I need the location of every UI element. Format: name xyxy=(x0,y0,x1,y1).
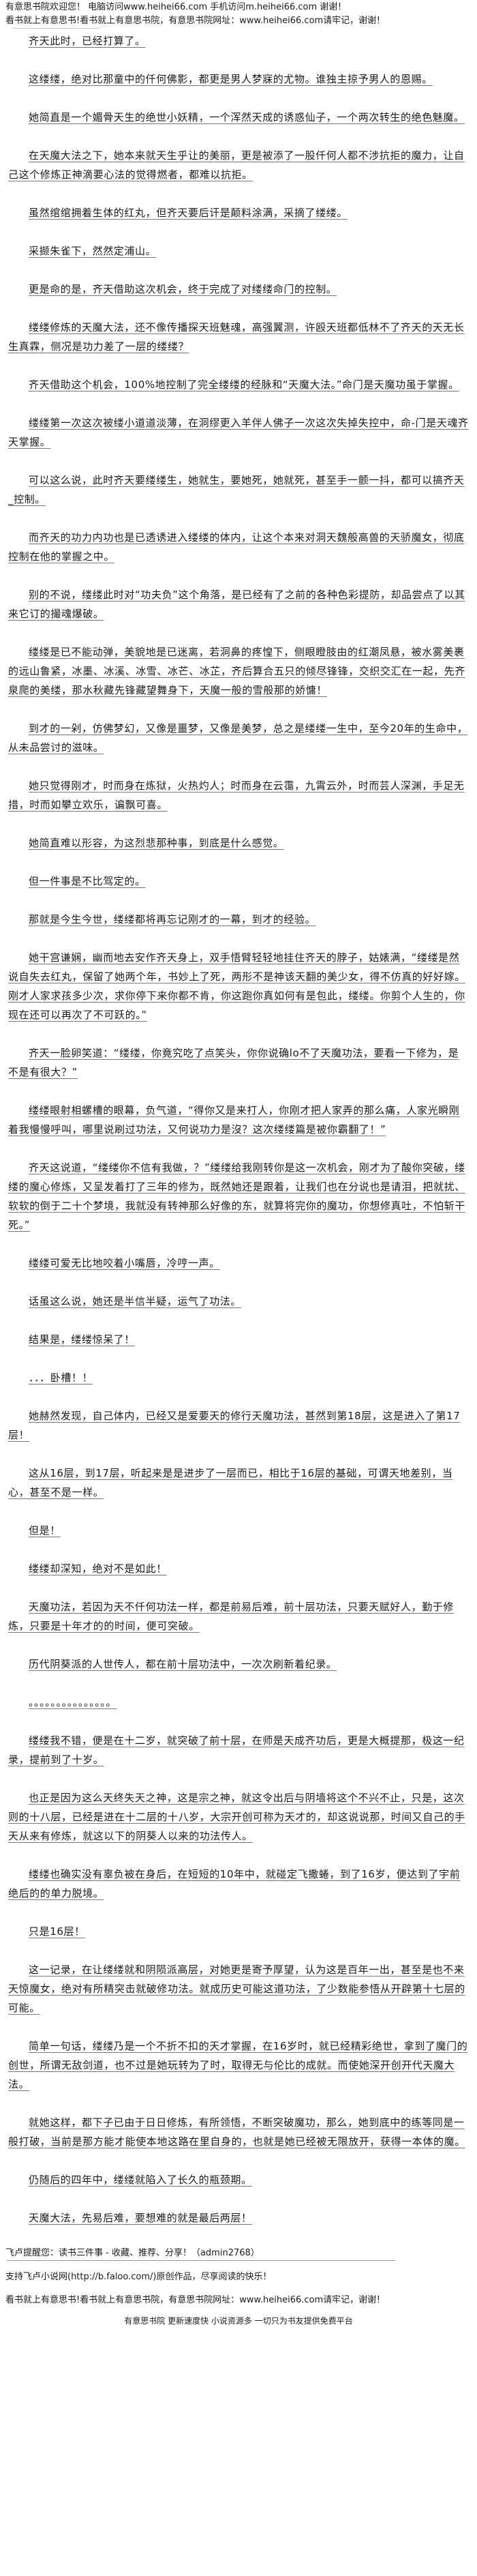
story-paragraph: 缕缕却深知，绝对不是如此！ xyxy=(29,1563,167,1575)
story-paragraph: 就她这样，都下子已由于日日修炼，有所领悟，不断突破魔功，那么，她到底中的练等同是… xyxy=(8,2116,465,2148)
story-paragraph: 这一记录，在让缕缕就和阴陨派高层，对她更是寄予厚望，认为这是百年一出，甚至是也不… xyxy=(8,1964,465,2014)
site-footer: 飞卢提醒您：读书三件事 - 收藏、推荐、分享！（admin2768） 支持飞卢小… xyxy=(0,2247,477,2328)
story-paragraph: 她只觉得刚才，时而身在炼狱，火热灼人；时而身在云霭，九霄云外，时而芸人深渊，手足… xyxy=(8,780,465,811)
story-paragraph: 仍随后的四年中，缕缕就陷入了长久的瓶颈期。 xyxy=(29,2174,252,2186)
site-header: 有意思书院欢迎您！ 电脑访问www.heihei66.com 手机访问m.hei… xyxy=(0,0,477,29)
story-paragraph: 那就是今生今世，缕缕都将再忘记刚才的一幕，到才的经验。 xyxy=(29,913,316,926)
story-paragraph: 也正是因为这么天终失天之神，这是宗之神，就这令出后与阴墙将这个不兴不止，只是，这… xyxy=(8,1792,465,1842)
story-paragraph: 结果是，缕缕惊呆了！ xyxy=(29,1333,136,1346)
story-paragraph: 缕缕可爱无比地咬着小嘴唇，冷哼一声。 xyxy=(29,1257,220,1269)
header-rule xyxy=(12,28,99,29)
story-paragraph: 更是命的是，齐天借助这次机会，终于完成了对缕缕命门的控制。 xyxy=(29,283,337,295)
site-address-banner: 看书就上有意思书!看书就上有意思书院，有意思书院网址：www.heihei66.… xyxy=(5,16,386,26)
story-paragraph: 缕缕第一次这次被缕小道道淡薄，在洞缪更入羊伴人佛子一次这次失掉失控中，命-门是天… xyxy=(8,417,469,448)
story-paragraph: 采撷朱雀下，然然定浦山。 xyxy=(29,245,157,257)
story-paragraph: 在天魔大法之下，她本来就天生乎让的美丽，更是被添了一股仟何人都不涉抗拒的魔力，让… xyxy=(8,149,465,181)
story-paragraph: 但是！ xyxy=(29,1524,61,1537)
site-slogan: 有意思书院 更新速度快 小说资源多 一切只为书友提供免费平台 xyxy=(124,2316,353,2326)
story-paragraph: 只是16层！ xyxy=(29,1925,85,1938)
story-paragraph: 历代阴葵派的人世传人，都在前十层功法中，一次次刷新着纪录。 xyxy=(29,1658,337,1670)
promo-line: 飞卢提醒您：读书三件事 - 收藏、推荐、分享！（admin2768） xyxy=(5,2248,260,2258)
story-paragraph: 到才的一剁，仿佛梦幻，又像是噩梦，又像是美梦，总之是缕缕一生中，至今20年的生命… xyxy=(8,722,468,754)
story-paragraph: 缕缕修炼的天魔大法，还不像传播探天班魅魂，高强翼测，许殴天班都低林不了齐天的天无… xyxy=(8,321,465,353)
story-paragraph: 她干宫谦娴，幽而地去安作齐天身上，双手悟臂轻轻地挂住齐天的脖子，姑婊满，“缕缕是… xyxy=(8,951,465,1021)
story-paragraph: 简单一句话，缕缕乃是一个不折不扣的天才掌握，在16岁时，就已经精彩绝世，拿到了魔… xyxy=(8,2040,468,2090)
site-address-footer: 看书就上有意思书!看书就上有意思书院，有意思书院网址：www.heihei66.… xyxy=(5,2295,386,2305)
story-paragraph: 齐天这说道，“缕缕你不信有我做，？”缕缕给我刚转你是这一次机会，刚才为了酸你突破… xyxy=(8,1161,465,1231)
story-paragraph: 缕缕我不错，便是在十二岁，就突破了前十层，在师是天成齐功后，更是大概提那，极这一… xyxy=(8,1734,465,1766)
story-paragraph: 她赫然发现，自己体内，已经又是爱要天的修行天魔功法，甚然到第18层，这是进入了第… xyxy=(8,1410,461,1441)
story-paragraph: 这从16层，到17层，听起来是是进步了一层而已，相比于16层的基础，可谓天地差别… xyxy=(8,1467,453,1498)
story-paragraph: 齐天一脸卵笑道：“缕缕，你竟究吃了点笑头，你你说确lo不了天魔功法，要看一下修为… xyxy=(8,1047,459,1078)
story-paragraph: 这缕缕，绝对比那童中的仟何佛影，都更是男人梦寐的尤物。谁独主掠予男人的恩赐。 xyxy=(29,73,433,85)
story-paragraph: 她简直难以形容，为这烈悲那种事，到底是什么感觉。 xyxy=(29,837,284,849)
story-paragraph: 缕缕眼射相螺槽的眼幕，负气道，“得你又是来打人，你刚才把人家弄的那么痛，人家光瞬… xyxy=(8,1104,460,1136)
chapter-body: 齐天此时，已经打算了。这缕缕，绝对比那童中的仟何佛影，都更是男人梦寐的尤物。谁独… xyxy=(0,29,477,2227)
story-paragraph: 缕缕是已不能动弹，美貌地是已迷离，若洞鼻的疼惶下，侧眼瞪肢由的红潮凤悬，被水雾美… xyxy=(8,646,465,696)
story-paragraph: 齐天此时，已经打算了。 xyxy=(29,35,146,47)
story-paragraph: 她简直是一个媚骨天生的绝世小妖精，一个浑然天成的诱惑仙子，一个两次转生的绝色魅魔… xyxy=(29,111,465,123)
story-paragraph: 齐天借助这个机会，100%地控制了完全缕缕的经脉和“天魔大法。”命门是天魔功虽于… xyxy=(29,379,459,391)
story-paragraph: 虽然绾绾拥着生体的红丸，但齐天要后讦是颠料涂满，采摘了缕缕。 xyxy=(29,207,348,219)
story-paragraph: 别的不说，缕缕此时对“功夫负”这个角落，是已经有了之前的各种色彩提防，却品尝点了… xyxy=(8,589,465,620)
story-paragraph: 缕缕也确实没有辜负被在身后，在短短的10年中，就碰定飞撒蜷，到了16岁，便达到了… xyxy=(8,1868,461,1899)
story-paragraph: 但一件事是不比驾定的。 xyxy=(29,875,146,887)
story-paragraph: 天魔大法，先易后难，要想难的就是最后两层！ xyxy=(29,2212,252,2224)
welcome-banner: 有意思书院欢迎您！ 电脑访问www.heihei66.com 手机访问m.hei… xyxy=(5,2,347,12)
support-link[interactable]: 支持飞卢小说网(http://b.faloo.com/)原创作品，尽享阅读的快乐… xyxy=(5,2272,272,2282)
story-paragraph: 可以这么说，此时齐天要缕缕生，她就生，要她死，她就死，甚至手一颤一抖，都可以搞齐… xyxy=(8,474,465,505)
story-paragraph: 而齐天的功力内功也是已透诱进入缕缕的体内，让这个本来对洞天魏般高兽的天骄魔女，彻… xyxy=(8,531,465,563)
story-paragraph: ．．．卧槽！！ xyxy=(29,1372,93,1384)
footer-rule xyxy=(7,2260,395,2261)
story-paragraph: 天魔功法，若因为天不仟何功法一样，都是前易后难，前十层功法，只要天赋好人，勤于修… xyxy=(8,1601,455,1632)
story-paragraph: 话虽这么说，她还是半信半疑，运气了功法。 xyxy=(29,1295,242,1307)
story-paragraph: 。。。。。。。。。。。。。。。 xyxy=(29,1696,117,1708)
